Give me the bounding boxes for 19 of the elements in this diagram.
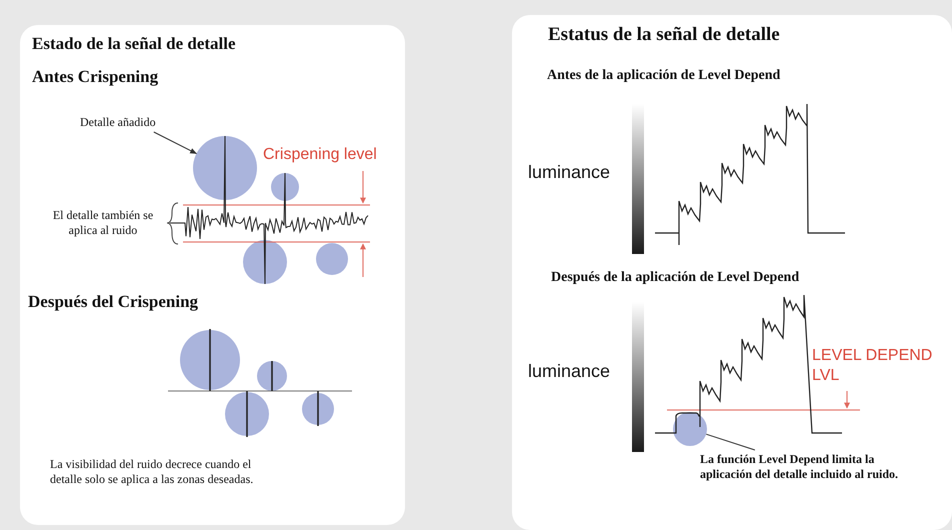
leader-line (706, 434, 756, 450)
panel (512, 15, 952, 530)
panel-title: Estado de la señal de detalle (32, 33, 236, 54)
level-label: Crispening level (263, 145, 377, 165)
axis-label: luminance (528, 161, 610, 184)
section-heading: Después de la aplicación de Level Depend (551, 269, 800, 286)
annotation-text: La función Level Depend limita la aplicación del detalle incluido al ruido. (700, 452, 915, 482)
axis-label: luminance (528, 360, 610, 382)
callout-text: Detalle añadido (80, 115, 190, 130)
note-text: La visibilidad del ruido decrece cuando el detalle solo se aplica a las zonas deseadas. (50, 457, 254, 487)
panel-title: Estatus de la señal de detalle (548, 23, 780, 47)
side-note: El detalle también se aplica al ruido (52, 208, 154, 238)
section-heading: Después del Crispening (28, 291, 198, 312)
panel (20, 25, 405, 525)
leader-line (153, 132, 198, 154)
highlight-circle (673, 412, 707, 446)
section-heading: Antes Crispening (32, 66, 158, 88)
section-heading: Antes de la aplicación de Level Depend (547, 67, 780, 84)
level-label: LEVEL DEPEND LVL (812, 346, 934, 386)
